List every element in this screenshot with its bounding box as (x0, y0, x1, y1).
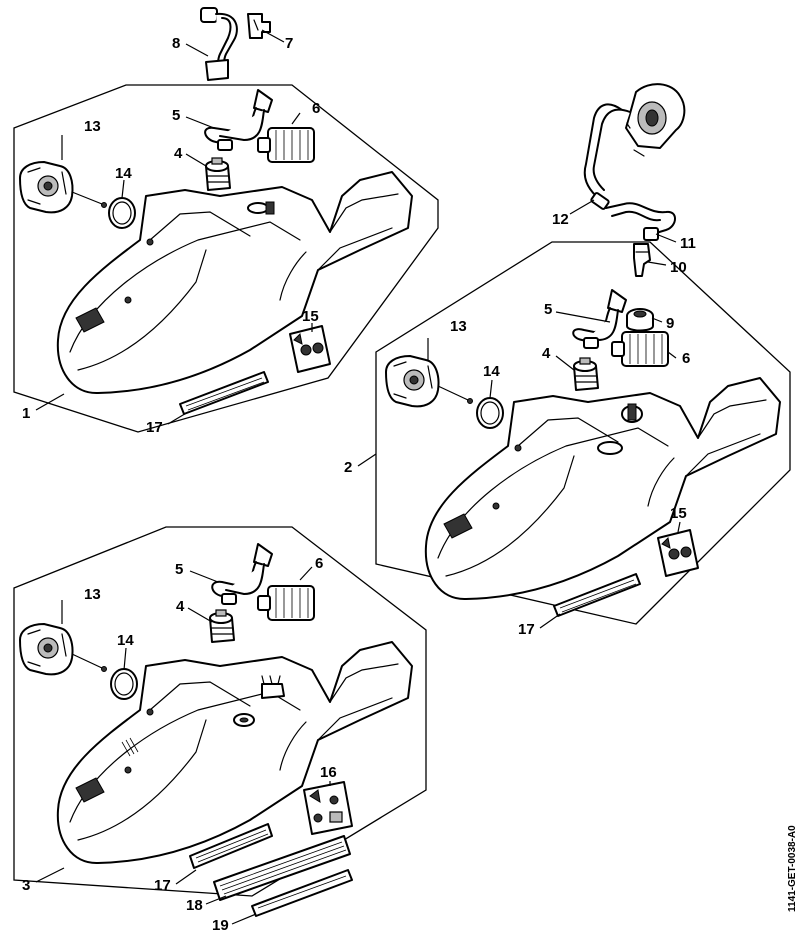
callout-10: 10 (670, 259, 687, 276)
callout-5-c: 5 (175, 561, 183, 578)
assembly-frame-1 (13, 84, 439, 433)
callout-8: 8 (172, 35, 180, 52)
strip-2 (553, 573, 641, 617)
callout-6-c: 6 (315, 555, 323, 572)
callout-12: 12 (552, 211, 569, 228)
fuel-hose-2 (572, 289, 627, 349)
callout-16: 16 (320, 764, 337, 781)
callout-5-a: 5 (172, 107, 180, 124)
callout-1: 1 (22, 405, 30, 422)
warning-label-3 (303, 781, 353, 835)
o-ring-1-inner (112, 201, 132, 225)
assembly-frame-2 (375, 241, 791, 625)
drawing-code: 1141-GET-0038-A0 (787, 825, 798, 912)
callout-11: 11 (680, 235, 696, 252)
callout-13-c: 13 (84, 586, 101, 603)
callout-15-b: 15 (670, 505, 687, 522)
cap-9 (626, 308, 654, 332)
callout-18: 18 (186, 897, 203, 914)
callout-15-a: 15 (302, 308, 319, 325)
fuel-hose-1 (204, 89, 273, 151)
pickup-body-1 (205, 157, 231, 191)
callout-4-b: 4 (542, 345, 551, 362)
strip-19-3 (251, 869, 353, 917)
tank-housing-2 (424, 377, 781, 601)
tank-housing-3 (56, 641, 413, 865)
assembly-frame-3 (13, 526, 427, 897)
warning-label-1 (289, 325, 331, 373)
callout-14-c: 14 (117, 632, 134, 649)
fuel-filter-1 (257, 127, 315, 163)
callout-14-a: 14 (115, 165, 132, 182)
callout-19: 19 (212, 917, 229, 934)
fuel-hose-3 (211, 543, 273, 605)
callout-7: 7 (285, 35, 293, 52)
callout-13-b: 13 (450, 318, 467, 335)
elbow-fitting-2 (633, 243, 651, 277)
o-ring-2-inner (480, 401, 500, 425)
callout-17-b: 17 (518, 621, 535, 638)
callout-3: 3 (22, 877, 30, 894)
fuel-filter-3 (257, 585, 315, 621)
callout-5-b: 5 (544, 301, 552, 318)
callout-17-c: 17 (154, 877, 171, 894)
oil-pump-3 (19, 623, 107, 676)
callout-6-a: 6 (312, 100, 320, 117)
callout-9: 9 (666, 315, 674, 332)
callout-13-a: 13 (84, 118, 101, 135)
callout-4-c: 4 (176, 598, 185, 615)
fuel-filter-2 (611, 331, 669, 367)
elbow-fitting-top (247, 13, 271, 39)
callout-6-b: 6 (682, 350, 690, 367)
callout-4-a: 4 (174, 145, 183, 162)
pickup-body-2 (573, 357, 599, 391)
callout-17-a: 17 (146, 419, 163, 436)
strip-18-3 (213, 835, 351, 901)
oil-pump-2 (385, 355, 473, 408)
oil-pump-1 (19, 161, 107, 214)
tank-housing-1 (56, 171, 413, 395)
callout-labels: 8 7 13 14 5 6 4 15 17 1 12 11 10 5 9 13 … (22, 35, 798, 934)
warning-label-2 (657, 529, 699, 577)
callout-14-b: 14 (483, 363, 500, 380)
fuel-line-assembly-2 (583, 83, 686, 241)
leader-lines (35, 29, 681, 925)
strip-1 (179, 371, 269, 415)
pickup-body-3 (209, 609, 235, 643)
o-ring-3-inner (114, 672, 134, 696)
fuel-hose-top (200, 7, 238, 81)
callout-2: 2 (344, 459, 352, 476)
strip-17-3 (189, 823, 273, 869)
